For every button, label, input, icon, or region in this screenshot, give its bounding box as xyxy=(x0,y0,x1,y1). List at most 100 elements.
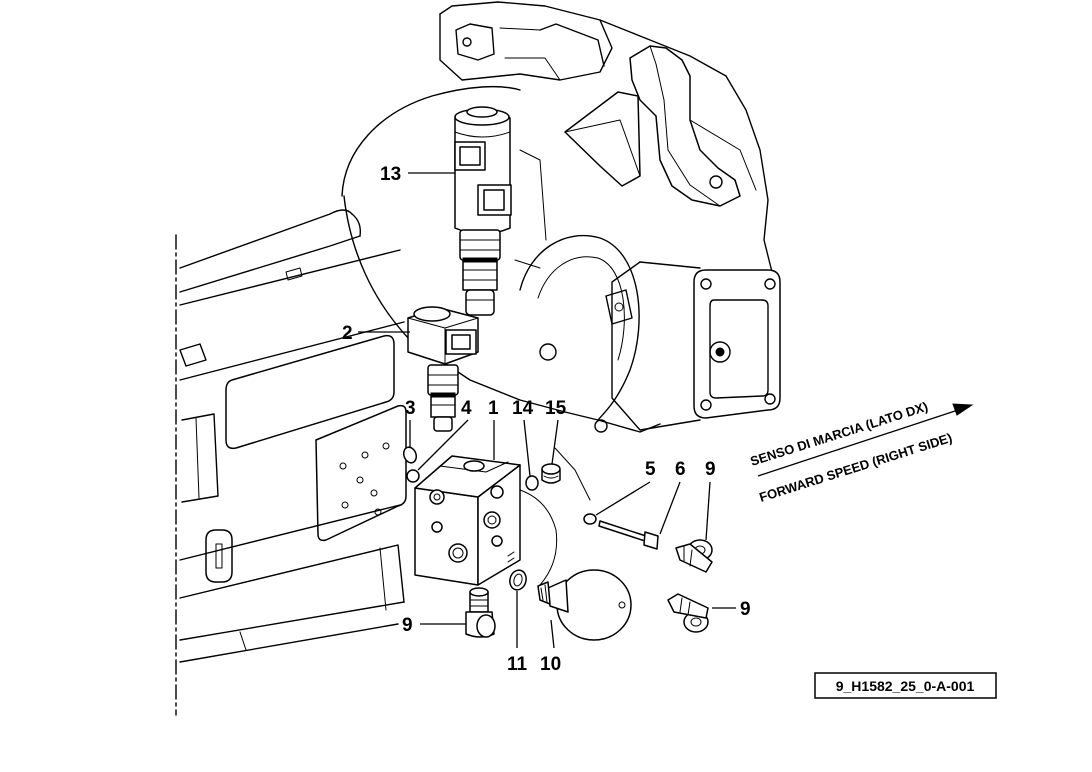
callout-14: 14 xyxy=(512,398,534,419)
part-3-o-ring xyxy=(402,446,418,464)
bell-lower-shadow xyxy=(519,447,591,586)
direction-label-english: FORWARD SPEED (RIGHT SIDE) xyxy=(757,430,953,505)
leader-line-5 xyxy=(595,481,651,516)
part-15-plug xyxy=(541,463,561,484)
callout-1: 1 xyxy=(488,398,499,419)
fitting-9-upper-body xyxy=(675,543,713,573)
solenoid-13-seal xyxy=(462,257,498,263)
flange-bolt-hole-4 xyxy=(764,393,776,405)
callout-3: 3 xyxy=(405,398,416,419)
valve-2-connector-socket xyxy=(451,334,471,350)
housing-top-boss xyxy=(455,23,495,61)
callout-13: 13 xyxy=(380,164,401,185)
direction-arrow-shaft xyxy=(757,409,959,477)
reference-code: 9_H1582_25_0-A-001 xyxy=(836,678,975,694)
flange-port-inner xyxy=(715,347,725,357)
fitting-9-left-hex xyxy=(469,599,489,607)
accumulator-10-thread xyxy=(537,581,551,605)
frame-bar-top xyxy=(179,209,353,269)
flange-bolt-hole-2 xyxy=(764,278,776,290)
frame-slot xyxy=(215,543,223,569)
fitting-9-lower-hex xyxy=(679,597,691,616)
leader-line-14 xyxy=(523,419,531,477)
flange-side-lug xyxy=(605,289,633,325)
flange-body-top xyxy=(639,261,701,269)
plate-hole-5 xyxy=(370,489,378,497)
flange-port-outer xyxy=(709,341,731,363)
leader-lines xyxy=(358,172,736,649)
flange-body xyxy=(611,261,701,431)
valve-2-seal xyxy=(430,392,456,398)
frame-left-bracket xyxy=(181,413,219,503)
fitting-9-lower-eye-hole xyxy=(690,617,702,627)
accumulator-10-neck xyxy=(547,579,569,613)
frame-lower-rail-1 xyxy=(179,504,401,561)
callout-11: 11 xyxy=(507,654,528,675)
plate-hole-6 xyxy=(341,501,349,509)
valve-2-top-ring xyxy=(413,306,451,322)
housing-top-edge xyxy=(439,1,727,77)
housing-right-wall xyxy=(725,75,773,273)
housing-bracket-arm xyxy=(629,45,741,207)
housing-top-hole xyxy=(462,37,472,47)
block-front-port-3-inner xyxy=(452,547,464,559)
block-right-port-1 xyxy=(490,485,504,499)
fitting-9-lower-body xyxy=(667,593,709,619)
plate-hole-1 xyxy=(339,462,347,470)
solenoid-13-connector-1-socket xyxy=(459,146,481,166)
bracket-arm-edge xyxy=(649,45,721,207)
valve-2-cartridge-mid xyxy=(430,394,456,418)
valve-2-cartridge-upper xyxy=(427,364,459,396)
part-14-o-ring xyxy=(525,475,539,491)
callout-4: 4 xyxy=(461,398,472,419)
part-10-accumulator xyxy=(537,569,632,641)
fitting-9-left-top xyxy=(469,587,489,597)
block-right-port-3 xyxy=(491,535,503,547)
frame-lower-detail xyxy=(239,547,387,651)
frame-slot-lug xyxy=(205,529,233,583)
plate-hole-3 xyxy=(382,442,390,450)
leader-line-6 xyxy=(659,481,681,535)
frame-bar-tab xyxy=(285,267,303,281)
solenoid-13-band xyxy=(454,131,511,138)
block-top-step xyxy=(439,461,509,473)
callout-9-left: 9 xyxy=(402,615,413,636)
plug-15-head xyxy=(541,463,561,475)
part-4-o-ring xyxy=(406,469,420,483)
frame-lower-rail-2 xyxy=(179,544,405,603)
bolt-6-head xyxy=(643,531,659,550)
solenoid-13-body xyxy=(454,112,511,235)
bell-housing-left-lower xyxy=(343,195,411,341)
callout-10: 10 xyxy=(540,654,561,675)
part-2-solenoid-valve xyxy=(407,306,479,432)
accumulator-10-plug xyxy=(618,601,626,609)
solenoid-13-nut xyxy=(466,106,498,118)
solenoid-13-cartridge-upper xyxy=(459,229,501,261)
bell-lower-edge xyxy=(409,339,661,433)
solenoid-13-connector-2-socket xyxy=(483,189,505,211)
solenoid-13-ribs xyxy=(459,239,501,301)
frame-lower-rail-3 xyxy=(179,601,405,641)
bell-housing-inner-dome xyxy=(519,234,640,421)
block-front-port-1 xyxy=(429,489,445,505)
plate-hole-4 xyxy=(356,476,364,484)
part-9-fitting-lower xyxy=(667,593,709,633)
bell-housing-inner-ring xyxy=(537,256,625,361)
housing-right-rib xyxy=(689,119,757,191)
callout-2: 2 xyxy=(342,323,353,344)
block-marking xyxy=(507,551,515,563)
frame-rail xyxy=(179,249,401,306)
flange-side-lug-hole xyxy=(614,302,624,312)
block-right-port-2-inner xyxy=(487,515,497,525)
part-1-valve-block xyxy=(414,455,521,586)
block-front-port-1-inner xyxy=(433,493,441,501)
fitting-9-upper-hex xyxy=(683,545,693,567)
flange-bolt-hole-3 xyxy=(700,399,712,411)
part-5-washer xyxy=(583,513,597,525)
bell-boss-upper xyxy=(539,343,557,361)
leader-line-10 xyxy=(550,619,555,649)
part-11-o-ring xyxy=(509,569,527,591)
flange-bolt-hole-1 xyxy=(700,278,712,290)
bell-boss-lower xyxy=(594,419,608,433)
